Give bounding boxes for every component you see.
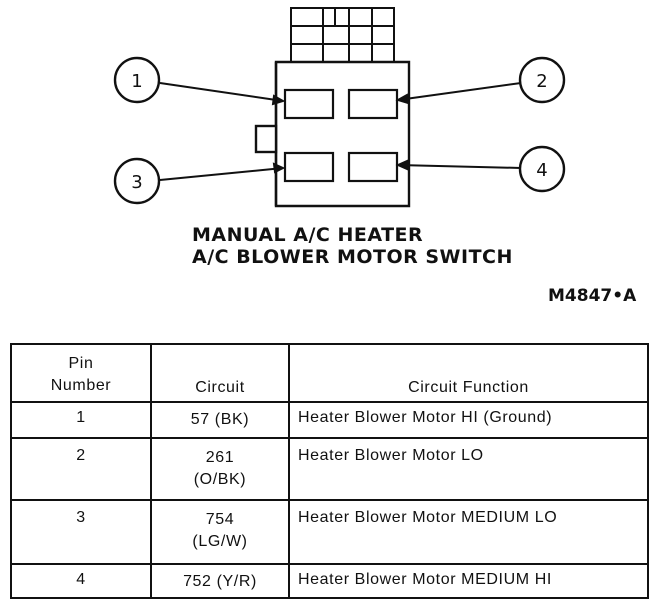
figure-id: M4847•A — [548, 286, 637, 306]
callout-2-circle — [518, 56, 566, 104]
terminal-slot-2 — [347, 88, 399, 120]
cell-circuit-line1: 752 (Y/R) — [183, 573, 257, 590]
header-pin-line2: Number — [50, 377, 112, 394]
terminal-slot-4 — [347, 151, 399, 183]
cell-circuit-line2: (O/BK) — [193, 471, 247, 488]
callout-4-label: 4 — [536, 160, 547, 181]
leader-lines — [159, 82, 522, 181]
table-header-row: Pin Number Circuit Circuit Function — [10, 343, 649, 403]
cell-pin: 1 — [10, 401, 152, 439]
diagram-caption-line2: A/C BLOWER MOTOR SWITCH — [192, 246, 513, 268]
switch-body — [254, 60, 411, 208]
cell-circuit-line1: 57 (BK) — [190, 411, 250, 428]
cell-circuit: 261 (O/BK) — [150, 437, 290, 501]
diagram-caption-line1: MANUAL A/C HEATER — [192, 224, 424, 246]
table-row: 4 752 (Y/R) Heater Blower Motor MEDIUM H… — [10, 563, 649, 599]
header-pin-line1: Pin — [68, 355, 94, 372]
cell-function: Heater Blower Motor MEDIUM LO — [288, 499, 649, 565]
cell-circuit: 57 (BK) — [150, 401, 290, 439]
cell-pin: 3 — [10, 499, 152, 565]
pin-table: Pin Number Circuit Circuit Function 1 57… — [10, 343, 649, 599]
callout-2-label: 2 — [536, 71, 547, 92]
cell-circuit-line1: 261 — [205, 449, 235, 466]
callouts: 1 2 3 4 — [113, 56, 566, 205]
callout-4-circle — [518, 145, 566, 193]
cell-circuit-line2: (LG/W) — [192, 533, 248, 550]
cell-pin: 2 — [10, 437, 152, 501]
table-row: 3 754 (LG/W) Heater Blower Motor MEDIUM … — [10, 499, 649, 565]
cell-circuit: 754 (LG/W) — [150, 499, 290, 565]
callout-1-label: 1 — [131, 71, 142, 92]
cell-circuit-line1: 754 — [205, 511, 235, 528]
cell-circuit: 752 (Y/R) — [150, 563, 290, 599]
switch-connector-diagram: 1 2 3 4 — [113, 7, 566, 208]
table-row: 2 261 (O/BK) Heater Blower Motor LO — [10, 437, 649, 501]
table-row: 1 57 (BK) Heater Blower Motor HI (Ground… — [10, 401, 649, 439]
callout-1-circle — [113, 56, 161, 104]
plug-housing — [290, 7, 395, 63]
cell-pin: 4 — [10, 563, 152, 599]
callout-3-label: 3 — [131, 172, 142, 193]
terminal-slot-1 — [283, 88, 335, 120]
cell-function: Heater Blower Motor LO — [288, 437, 649, 501]
header-pin-number: Pin Number — [10, 343, 152, 403]
cell-function: Heater Blower Motor HI (Ground) — [288, 401, 649, 439]
callout-3-circle — [113, 157, 161, 205]
header-circuit-function: Circuit Function — [288, 343, 649, 403]
header-circuit: Circuit — [150, 343, 290, 403]
cell-function: Heater Blower Motor MEDIUM HI — [288, 563, 649, 599]
terminal-slot-3 — [283, 151, 335, 183]
terminal-slots — [283, 88, 399, 183]
